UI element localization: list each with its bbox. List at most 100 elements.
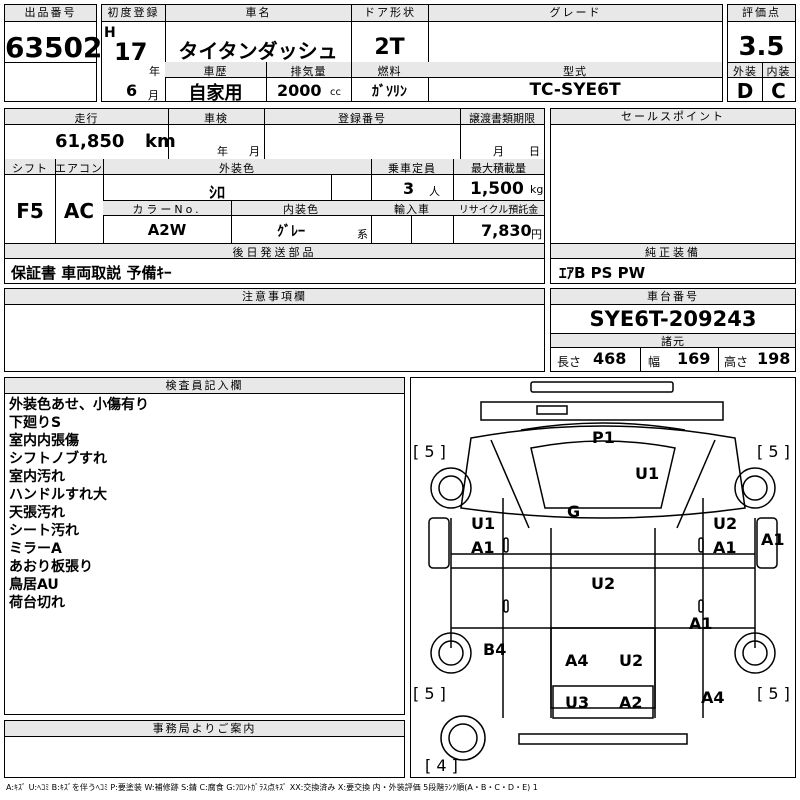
chassis-number: SYE6T-209243 [589, 307, 757, 331]
lot-box: 出品番号 63502 [4, 4, 103, 102]
ext-grade: D [736, 79, 754, 103]
inspector-line: あおり板張り [9, 559, 93, 575]
inspector-notes: 外装色あせ、小傷有り 下廻りS 室内内張傷 シフトノブすれ 室内汚れ ハンドルす… [9, 396, 149, 612]
mark-a1-left: A1 [471, 538, 495, 557]
displacement-label: 排気量 [290, 65, 327, 78]
mileage-label: 走行 [74, 112, 99, 125]
inspector-line: 室内汚れ [9, 469, 65, 485]
sales-box: セールスポイント 純正装備 ｴｱB PS PW [550, 108, 796, 284]
legend: A:ｷｽﾞ U:ﾍｺﾐ B:ｷｽﾞを伴うﾍｺﾐ P:要塗装 W:補修跡 S:錆 … [6, 783, 538, 792]
office-box: 事務局よりご案内 [4, 720, 405, 778]
recycle: 7,830 [481, 221, 532, 240]
era: H [104, 25, 116, 41]
max-load-label: 最大積載量 [471, 162, 526, 175]
model: TC-SYE6T [529, 80, 621, 100]
import-label: 輸入車 [394, 203, 430, 216]
aircon: AC [63, 199, 95, 223]
first-reg-label: 初度登録 [102, 5, 165, 22]
score: 3.5 [738, 32, 785, 62]
door-type: 2T [374, 35, 405, 60]
lot-number: 63502 [5, 31, 103, 64]
notes-box: 注意事項欄 [4, 288, 545, 372]
inspector-box: 検査員記入欄 外装色あせ、小傷有り 下廻りS 室内内張傷 シフトノブすれ 室内汚… [4, 377, 405, 715]
parts-label: 後日発送部品 [232, 246, 317, 259]
color: ｼﾛ [208, 183, 225, 202]
truck-outline [428, 381, 778, 761]
chassis-box: 車台番号 SYE6T-209243 諸元 長さ 468 幅 169 高さ 198 [550, 288, 796, 372]
equip: ｴｱB PS PW [559, 264, 646, 282]
color-label: 外装色 [219, 162, 255, 175]
insp-month: 月 [249, 145, 260, 158]
vehicle-header-box: 初度登録 車名 ドア形状 グレード H 17 年 タイタンダッシュ 2T 車歴 … [101, 4, 723, 104]
dims-label: 諸元 [661, 335, 685, 348]
fuel: ｶﾞｿﾘﾝ [372, 84, 407, 100]
door-label: ドア形状 [351, 5, 428, 22]
inspector-line: 室内内張傷 [9, 433, 79, 449]
interior-unit: 系 [357, 228, 368, 241]
history-label: 車歴 [203, 65, 228, 78]
mark-p1: P1 [592, 428, 615, 447]
inspector-line: 鳥居AU [9, 577, 59, 593]
mark-u1-left: U1 [471, 514, 496, 533]
capacity-unit: 人 [429, 185, 440, 198]
reg-month: 6 [126, 81, 138, 100]
history-value: 自家用 [188, 83, 243, 104]
int-grade: C [771, 79, 786, 103]
model-label: 型式 [563, 65, 587, 78]
recycle-unit: 円 [531, 228, 542, 241]
inspection-label: 車検 [204, 112, 228, 125]
color-no-label: カラーNo. [132, 203, 202, 216]
interior-label: 内装色 [283, 203, 319, 216]
tire-rear-right: [ 5 ] [757, 684, 790, 703]
color-no: A2W [147, 221, 187, 239]
reg-year: 17 [114, 38, 148, 66]
parts: 保証書 車両取説 予備ｷｰ [11, 264, 172, 282]
grade-label: グレード [428, 5, 722, 22]
tire-spare: [ 4 ] [425, 756, 458, 775]
width-label: 幅 [648, 355, 661, 369]
aircon-label: エアコン [55, 162, 103, 175]
shift: F5 [16, 199, 44, 223]
tire-front-left: [ 5 ] [413, 442, 446, 461]
car-name: タイタンダッシュ [178, 39, 338, 63]
length: 468 [593, 349, 627, 368]
width: 169 [677, 349, 711, 368]
capacity: 3 [403, 179, 415, 198]
mark-a4-right: A4 [701, 688, 725, 707]
mark-u2-right: U2 [713, 514, 738, 533]
mark-u2-mid: U2 [591, 574, 616, 593]
insp-year: 年 [217, 145, 228, 158]
inspector-line: 天張汚れ [9, 505, 65, 521]
mark-a4-mid: A4 [565, 651, 589, 670]
displacement: 2000 [277, 81, 322, 100]
inspector-line: 外装色あせ、小傷有り [9, 397, 149, 413]
inspector-line: 荷台切れ [9, 595, 65, 611]
reg-number-label: 登録番号 [338, 112, 386, 125]
inspector-line: シフトノブすれ [9, 451, 107, 467]
chassis-label: 車台番号 [551, 289, 795, 305]
mark-a2: A2 [619, 693, 643, 712]
spec-box: 走行 車検 登録番号 譲渡書類期限 61,850 km 年 月 月 日 シフト … [4, 108, 545, 284]
displacement-unit: cc [330, 87, 341, 98]
damage-diagram: P1 U1 G U1 A1 U2 A1 A1 U2 A1 B4 A4 U2 U3… [410, 377, 796, 778]
equip-label: 純正装備 [645, 246, 701, 259]
inspector-line: シート汚れ [9, 523, 79, 539]
inspector-label: 検査員記入欄 [5, 378, 404, 394]
mark-u3: U3 [565, 693, 590, 712]
mileage-unit: km [145, 131, 176, 152]
fuel-label: 燃料 [377, 65, 402, 78]
mark-u2-low: U2 [619, 651, 644, 670]
mark-a1-low: A1 [689, 614, 713, 633]
score-box: 評価点 3.5 外装 内装 D C [727, 4, 796, 103]
height-label: 高さ [724, 355, 749, 369]
lot-label: 出品番号 [5, 5, 96, 22]
car-name-label: 車名 [165, 5, 351, 22]
sales-label: セールスポイント [551, 109, 795, 125]
mark-a1-far: A1 [761, 530, 785, 549]
max-load-unit: kg [530, 183, 544, 196]
interior: ｸﾞﾚｰ [277, 224, 305, 240]
inspector-line: ミラーA [9, 541, 62, 557]
inspector-line: ハンドルすれ大 [9, 487, 107, 503]
length-label: 長さ [557, 355, 582, 369]
max-load: 1,500 [470, 179, 524, 199]
